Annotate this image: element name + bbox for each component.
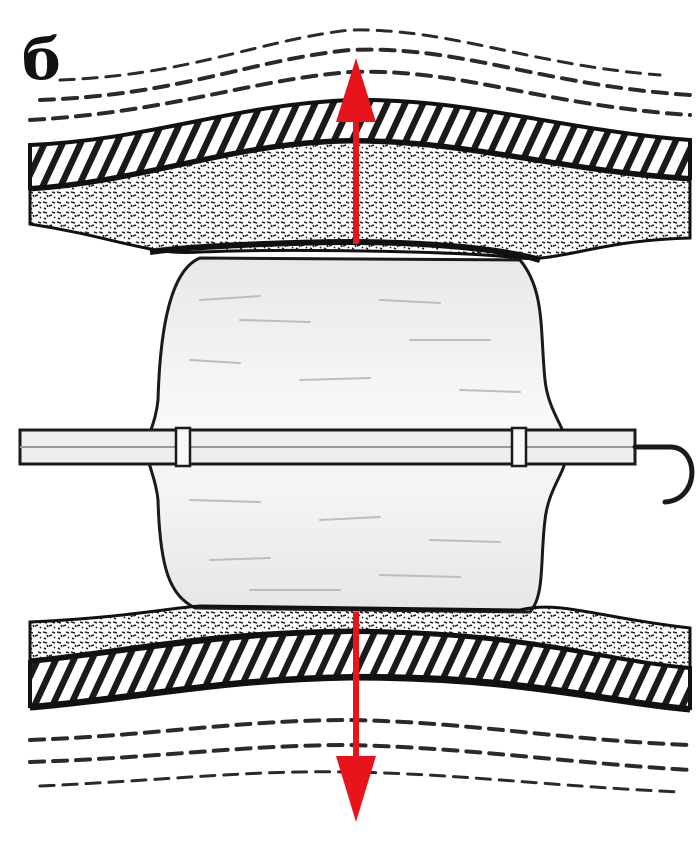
- marker-band-left: [176, 428, 190, 466]
- panel-label: б: [22, 30, 61, 88]
- guidewire-tip: [635, 447, 692, 502]
- vessel-wall-upper: [30, 100, 690, 260]
- marker-band-right: [512, 428, 526, 466]
- vessel-wall-lower: [30, 606, 690, 710]
